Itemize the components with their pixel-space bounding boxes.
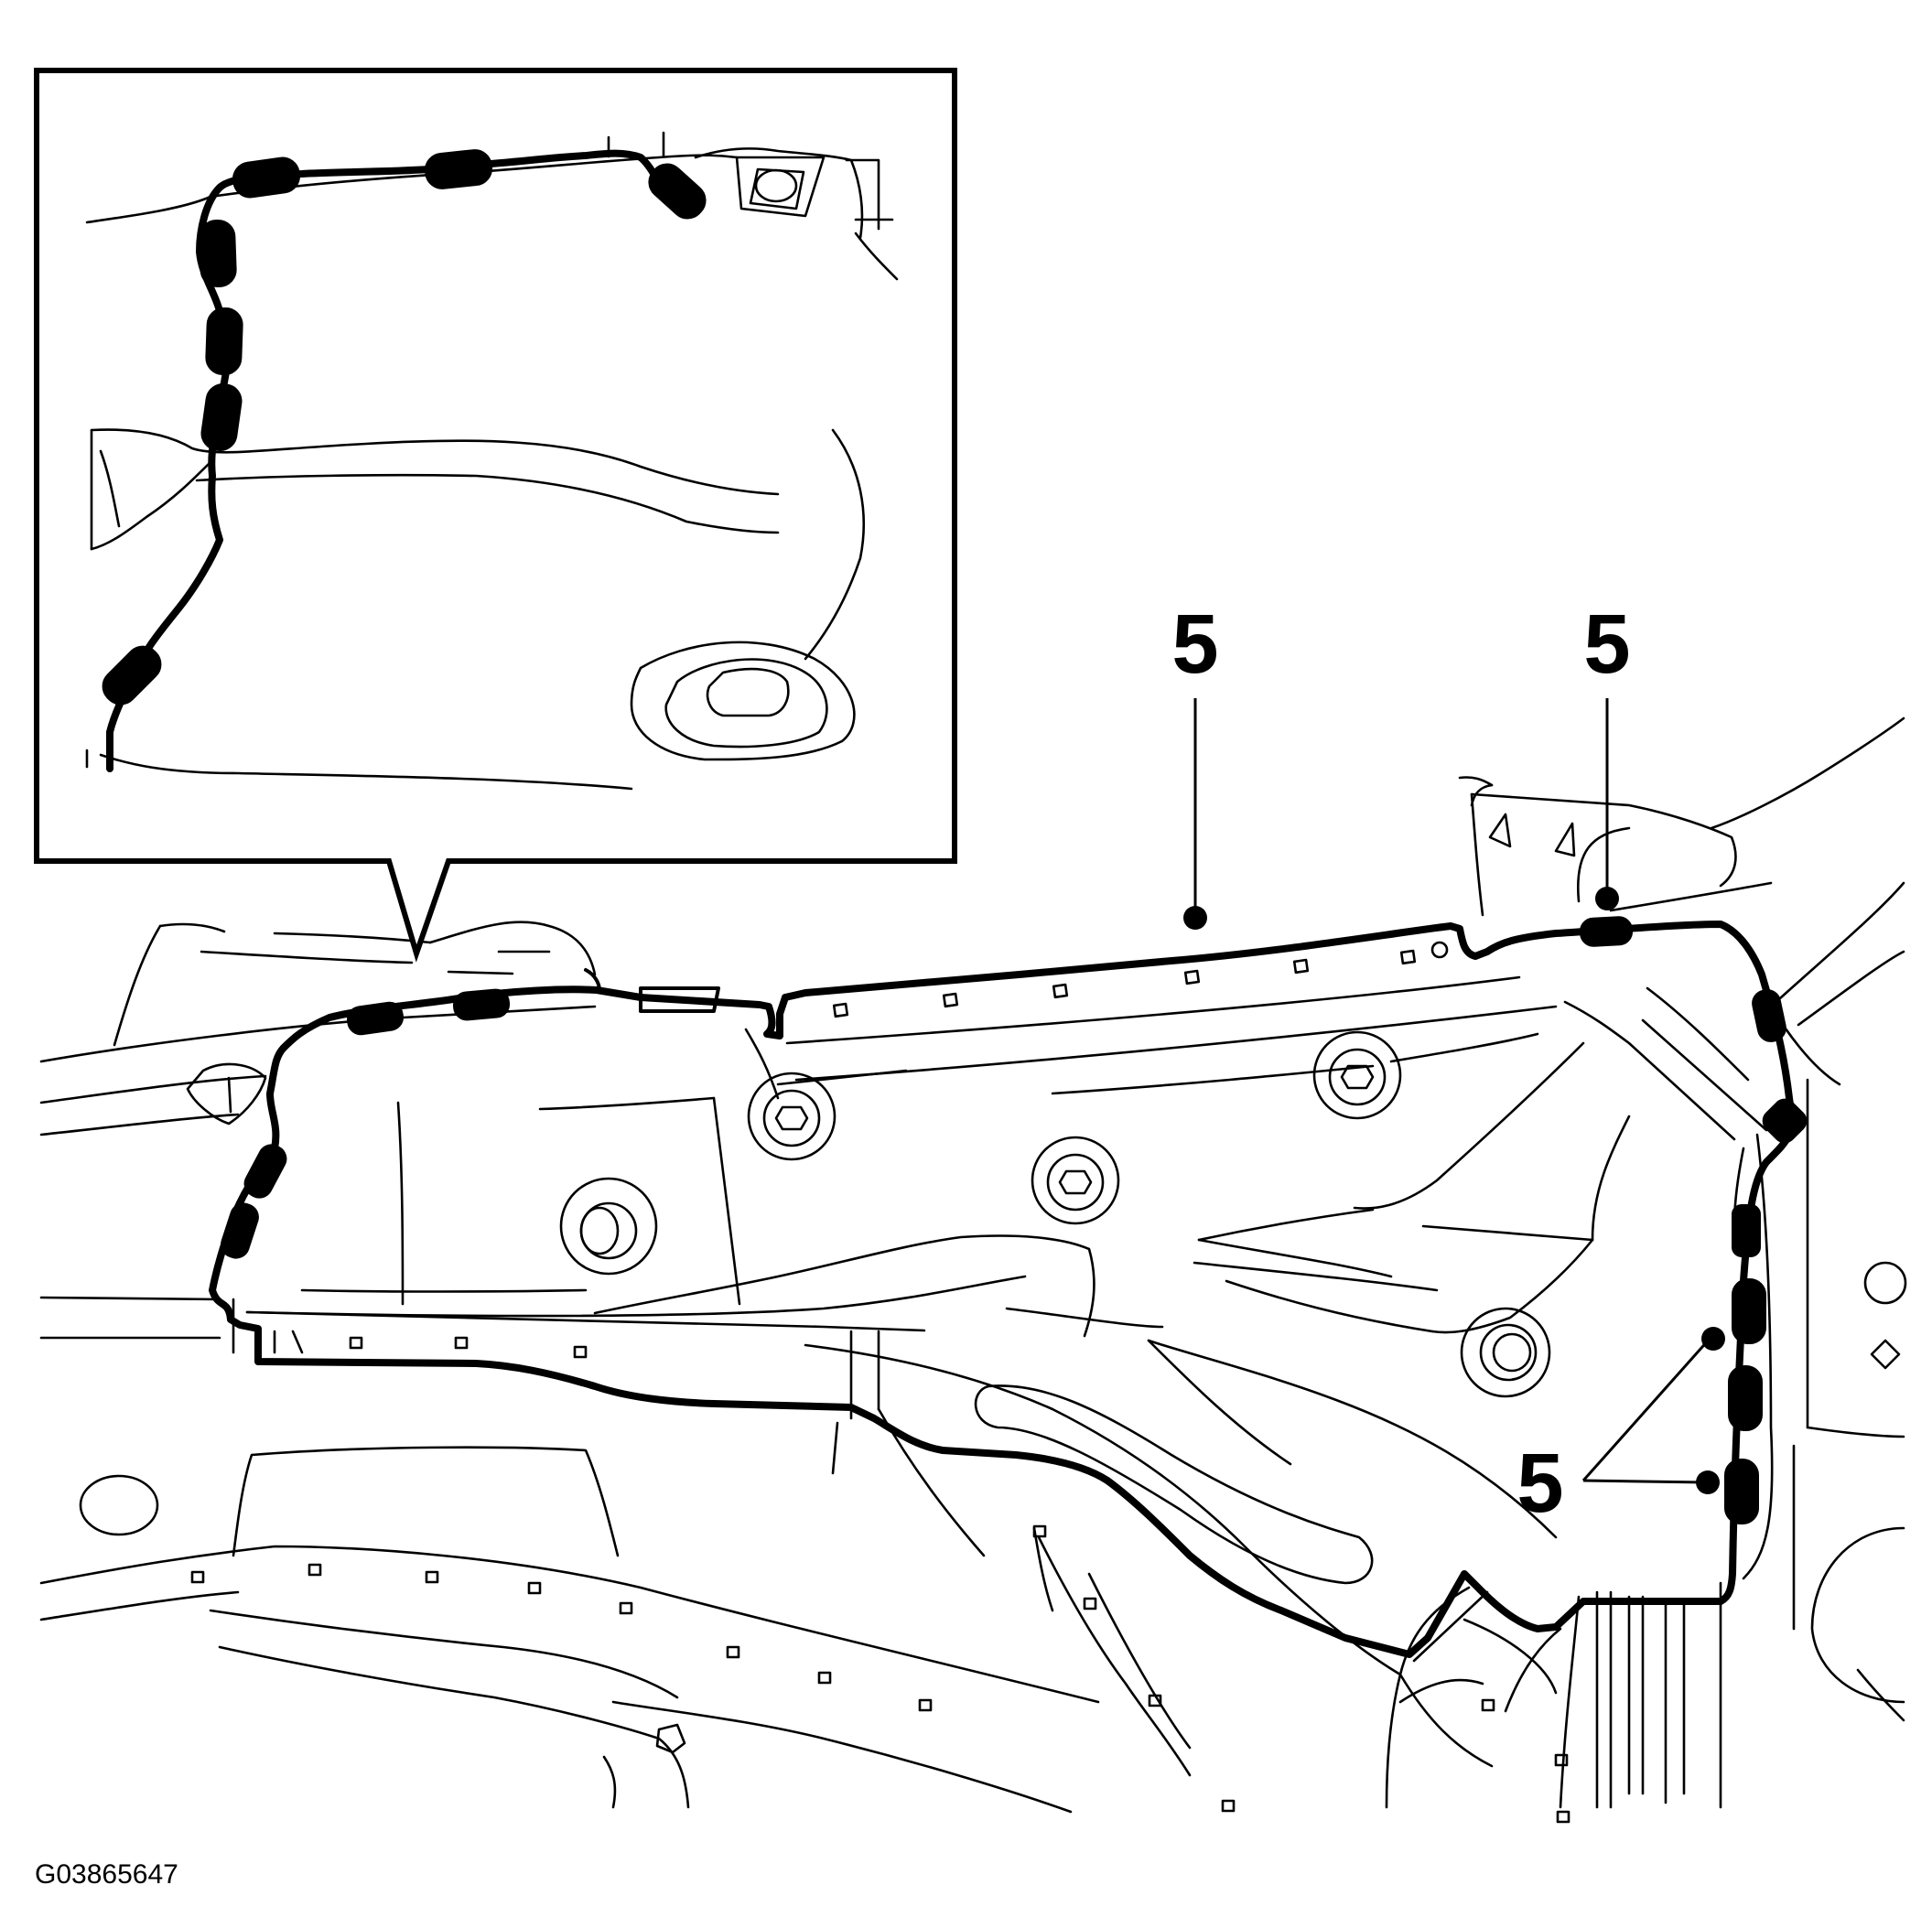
wiring-harness-detail xyxy=(106,149,681,772)
leader-dot-3 xyxy=(1701,1327,1725,1351)
bolt-bosses xyxy=(559,1030,1551,1398)
callout-label-3: 5 xyxy=(1516,1437,1563,1530)
rivet-holes xyxy=(190,941,1570,1824)
detail-clip-7 xyxy=(102,645,162,705)
wiring-harness-main xyxy=(209,921,1796,1658)
detail-inset xyxy=(34,68,957,963)
inset-frame xyxy=(34,68,957,963)
bolt-boss-5 xyxy=(1460,1307,1551,1398)
leader-dot-1 xyxy=(1183,906,1207,930)
callout-label-2: 5 xyxy=(1583,598,1630,691)
detail-clip-6 xyxy=(200,383,243,451)
harness-clips-main xyxy=(221,916,1808,1524)
detail-clip-1 xyxy=(232,156,300,199)
bolt-boss-2 xyxy=(747,1072,836,1161)
detail-clip-5 xyxy=(205,307,243,376)
detail-clip-3 xyxy=(648,163,707,220)
bolt-boss-3 xyxy=(1031,1136,1120,1225)
bolt-boss-4 xyxy=(1312,1030,1402,1120)
detail-clip-2 xyxy=(424,149,493,189)
detail-clip-4 xyxy=(199,219,237,288)
callout-label-1: 5 xyxy=(1171,598,1218,691)
leader-dot-2 xyxy=(1595,887,1619,910)
figure-id: G03865647 xyxy=(35,1859,178,1890)
callout-labels: 5 5 5 xyxy=(1171,598,1630,1530)
callout-leaders xyxy=(1183,698,1725,1494)
bolt-boss-1 xyxy=(559,1177,658,1276)
leader-dot-4 xyxy=(1696,1470,1720,1494)
body-structure xyxy=(39,716,1907,1814)
